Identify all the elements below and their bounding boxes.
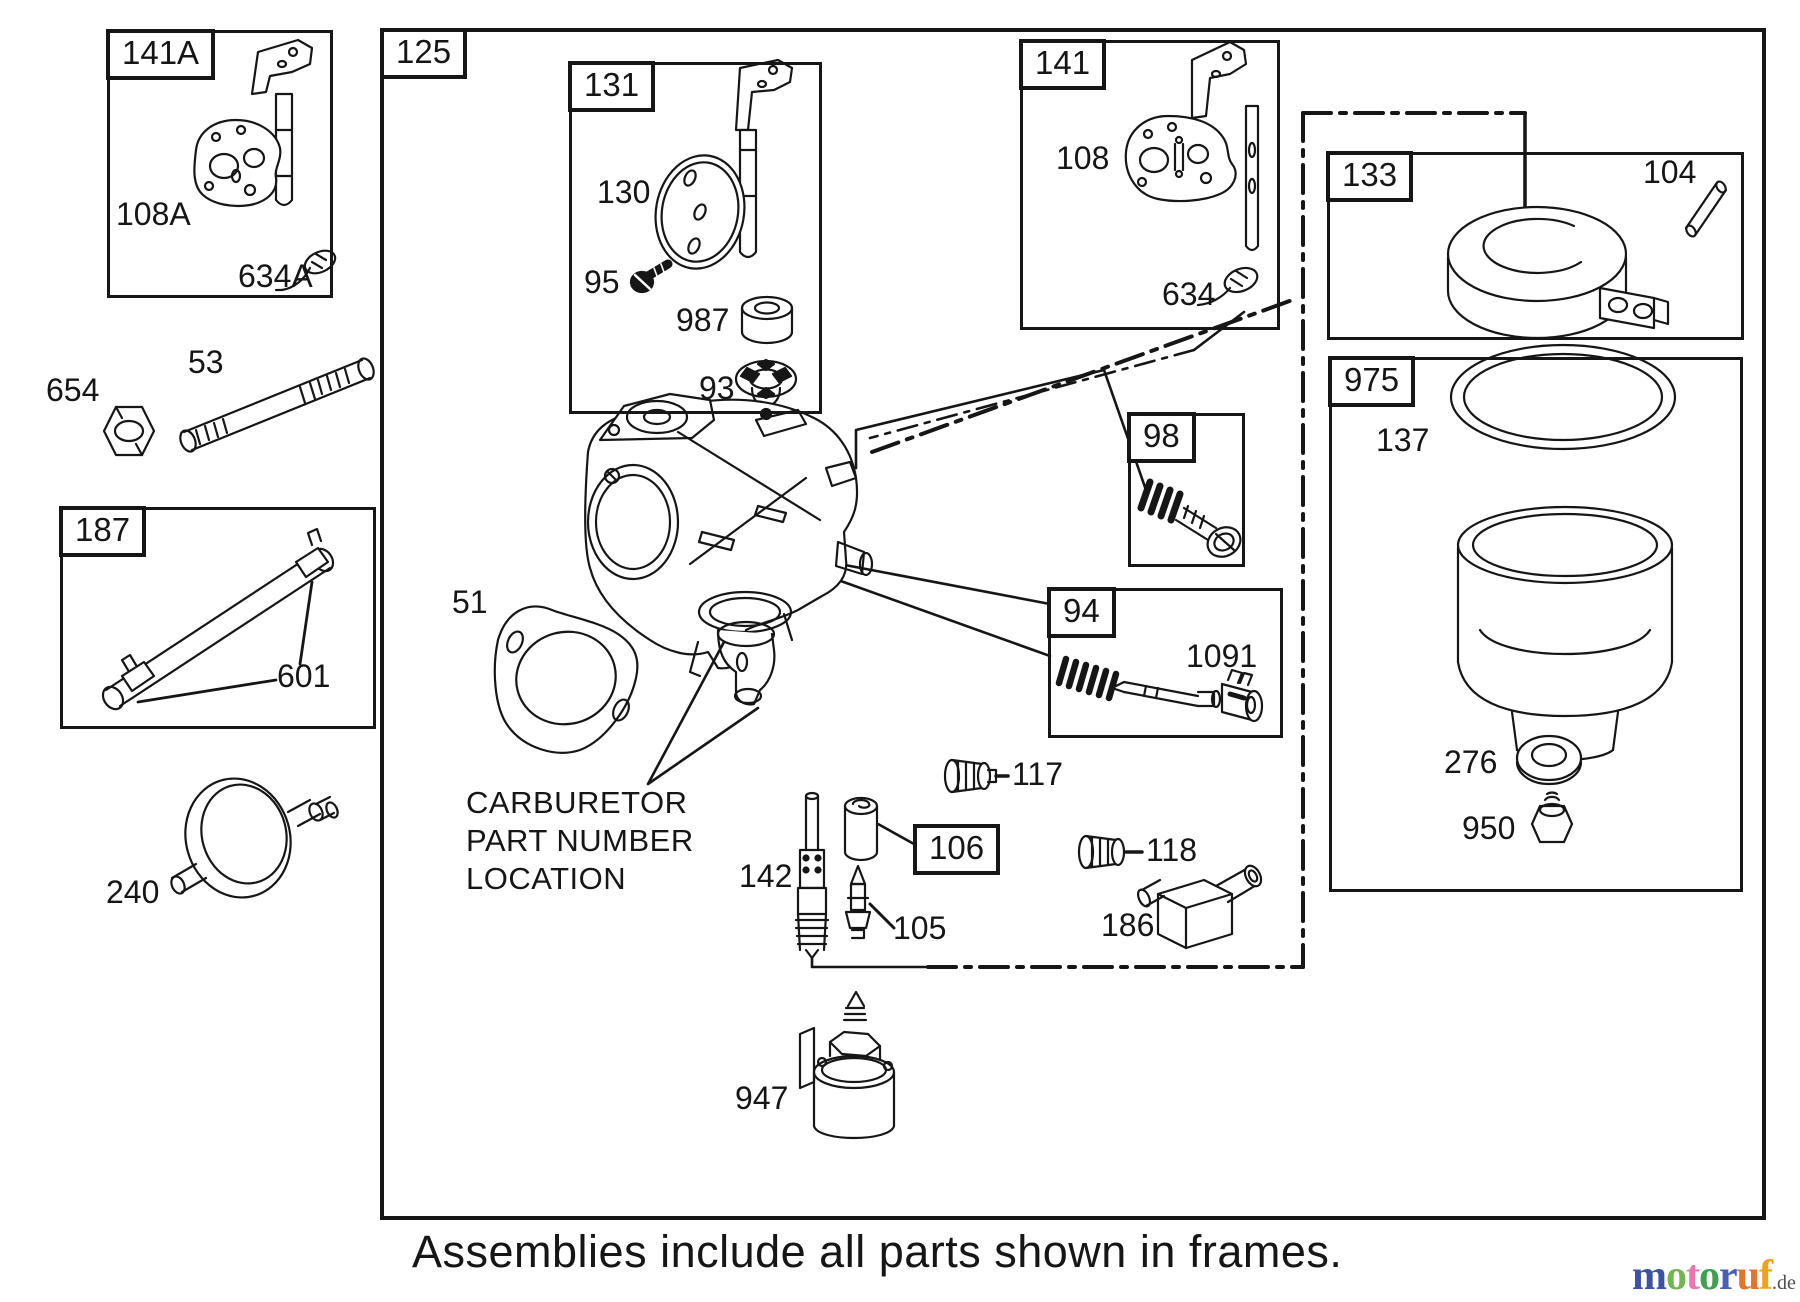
part-label-1091: 1091	[1186, 638, 1258, 674]
assemblies-caption: Assemblies include all parts shown in fr…	[412, 1226, 1343, 1277]
nut-654	[102, 405, 156, 457]
gasket-108a	[193, 118, 282, 208]
spring-94	[1055, 655, 1120, 702]
elbow-186	[1136, 864, 1263, 950]
part-label-130: 130	[597, 174, 651, 210]
seat-94	[1220, 668, 1264, 723]
pin-104	[1684, 180, 1728, 238]
part-label-117: 117	[1012, 756, 1064, 792]
logo-letter: f	[1759, 1253, 1773, 1299]
note-line-1: CARBURETOR	[466, 785, 688, 820]
part-label-142: 142	[739, 858, 793, 894]
part-label-987: 987	[676, 302, 730, 338]
leaders-94	[836, 563, 1052, 658]
part-label-118: 118	[1146, 832, 1198, 868]
part-label-53: 53	[188, 344, 224, 380]
part-label-601: 601	[277, 658, 331, 694]
frame-975: 975	[1328, 356, 1743, 892]
frame-label-141: 141	[1019, 39, 1107, 90]
part-label-240: 240	[106, 874, 160, 910]
note-line-2: PART NUMBER	[466, 823, 694, 858]
bowl-gasket-137	[1449, 343, 1677, 451]
logo-letter: u	[1736, 1253, 1760, 1299]
screw-95	[629, 259, 673, 294]
spring-634a	[274, 249, 337, 292]
frame-94: 94	[1047, 587, 1283, 738]
part-label-950: 950	[1462, 810, 1516, 846]
jet-142	[794, 791, 930, 969]
frame-133: 133	[1326, 151, 1744, 340]
float-bowl	[1456, 505, 1674, 762]
frame-label-131: 131	[568, 61, 656, 112]
part-label-105: 105	[893, 910, 947, 946]
float-133	[1446, 205, 1670, 340]
frame-label-133: 133	[1326, 151, 1414, 202]
screw-98	[1174, 504, 1242, 558]
frame-125: 125	[380, 28, 1766, 1220]
logo-letter: t	[1686, 1253, 1700, 1299]
throttle-lever-141	[1190, 40, 1260, 252]
part-label-108A: 108A	[116, 196, 191, 232]
part-label-634: 634	[1162, 276, 1216, 312]
frame-141A: 141A	[106, 29, 333, 298]
leader-634-dash	[868, 348, 1196, 440]
frame-label-975: 975	[1328, 356, 1416, 407]
part-label-186: 186	[1101, 907, 1155, 943]
logo-letter: r	[1719, 1253, 1738, 1299]
part-label-276: 276	[1444, 744, 1498, 780]
frame-label-187: 187	[59, 506, 147, 557]
spring-634	[1192, 266, 1259, 352]
solenoid-947	[798, 990, 896, 1140]
logo-letter: o	[1699, 1253, 1720, 1299]
callout-box-106: 106	[913, 824, 1001, 875]
fuel-filter-240	[170, 777, 339, 899]
needle-105	[844, 864, 896, 940]
gasket-108	[1124, 114, 1237, 203]
spring-98	[1137, 478, 1184, 524]
washer-276	[1515, 734, 1583, 786]
needle-94	[1110, 680, 1222, 709]
carburetor-body	[584, 392, 874, 706]
throttle-lever-131	[734, 58, 794, 259]
plug-118	[1077, 834, 1144, 870]
frame-label-94: 94	[1047, 587, 1116, 638]
motoruf-logo[interactable]: motoruf.de	[1632, 1252, 1796, 1300]
cup-106	[843, 796, 916, 862]
plug-117	[943, 758, 1010, 794]
frame-label-98: 98	[1127, 412, 1196, 463]
frame-label-125: 125	[380, 28, 468, 79]
frame-141: 141	[1019, 39, 1280, 330]
washer-987	[740, 295, 794, 345]
frame-131: 131	[568, 61, 822, 414]
fuel-hose-187	[101, 527, 335, 711]
part-label-137: 137	[1376, 422, 1430, 458]
part-label-947: 947	[735, 1080, 789, 1116]
part-label-104: 104	[1643, 154, 1697, 190]
frame-label-141A: 141A	[106, 29, 216, 80]
part-label-51: 51	[452, 584, 488, 620]
part-label-634A: 634A	[238, 258, 313, 294]
logo-letter: m	[1632, 1253, 1667, 1299]
throttle-lever-141a	[250, 38, 314, 207]
carburetor-part-number-note: CARBURETOR PART NUMBER LOCATION	[466, 784, 694, 898]
note-leaders	[646, 640, 760, 786]
part-label-654: 654	[46, 372, 100, 408]
frame-98: 98	[1127, 412, 1245, 567]
stud-53	[179, 357, 375, 453]
part-label-95: 95	[584, 264, 620, 300]
leader-98	[854, 368, 1148, 492]
nut-950	[1530, 791, 1574, 844]
logo-suffix: .de	[1772, 1272, 1796, 1294]
note-line-3: LOCATION	[466, 861, 627, 896]
throttle-plate-130	[654, 154, 746, 270]
part-label-93: 93	[699, 370, 735, 406]
gasket-51	[493, 605, 639, 754]
logo-letter: o	[1666, 1253, 1687, 1299]
part-label-108: 108	[1056, 140, 1110, 176]
frame-187: 187	[59, 506, 376, 729]
